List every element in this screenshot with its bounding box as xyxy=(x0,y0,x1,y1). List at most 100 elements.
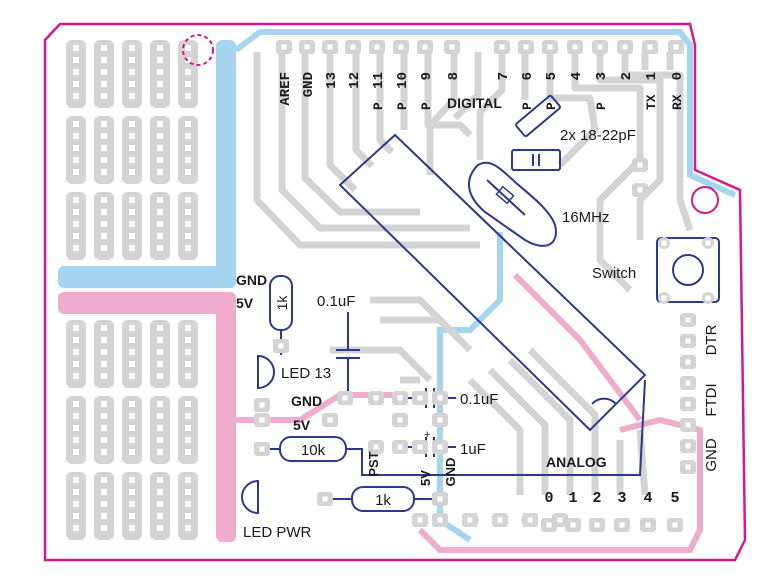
header-pad-hole xyxy=(281,44,287,50)
proto-hole xyxy=(185,337,191,343)
proto-hole xyxy=(73,501,79,507)
header-pad-hole xyxy=(398,44,404,50)
header-pad-hole xyxy=(597,44,603,50)
proto-hole xyxy=(157,513,163,519)
proto-hole xyxy=(73,477,79,483)
component-pad-hole xyxy=(397,444,403,450)
crystal-16mhz xyxy=(468,161,557,247)
ftdi-pad-hole xyxy=(685,359,691,365)
proto-hole xyxy=(185,349,191,355)
switch-body xyxy=(656,237,720,303)
proto-hole xyxy=(101,325,107,331)
proto-hole xyxy=(185,133,191,139)
proto-hole xyxy=(185,513,191,519)
pst-label: PST xyxy=(366,451,381,476)
proto-hole xyxy=(129,145,135,151)
header-pin-sublabel: P xyxy=(544,102,559,110)
header-pin-label: 9 xyxy=(419,72,435,80)
proto-hole xyxy=(185,477,191,483)
header-pin-label: AREF xyxy=(278,72,294,106)
proto-hole xyxy=(129,197,135,203)
proto-hole xyxy=(185,501,191,507)
proto-hole xyxy=(185,157,191,163)
gnd-left-label: GND xyxy=(236,272,267,288)
component-pad-hole xyxy=(327,417,333,423)
proto-hole xyxy=(101,349,107,355)
proto-hole xyxy=(129,373,135,379)
led-pwr xyxy=(241,479,259,515)
header-pad-hole xyxy=(547,44,553,50)
proto-hole xyxy=(101,489,107,495)
component-pad-hole xyxy=(397,395,403,401)
header-pin-label: 8 xyxy=(446,72,462,80)
proto-hole xyxy=(129,45,135,51)
proto-hole xyxy=(157,425,163,431)
proto-hole xyxy=(129,513,135,519)
component-pad-hole xyxy=(259,417,265,423)
proto-hole xyxy=(73,145,79,151)
header-pin-label: 10 xyxy=(395,72,411,89)
component-pad-hole xyxy=(342,395,348,401)
component-pad-hole xyxy=(417,395,423,401)
gnd-vert-label: GND xyxy=(443,458,458,487)
proto-hole xyxy=(129,337,135,343)
header-pin-sublabel: P xyxy=(594,102,609,110)
proto-hole xyxy=(101,93,107,99)
component-pad-hole xyxy=(527,517,533,523)
proto-hole xyxy=(101,145,107,151)
header-pad-hole xyxy=(350,44,356,50)
copper-trace xyxy=(476,52,506,160)
proto-hole xyxy=(157,133,163,139)
switch-pad-hole xyxy=(705,295,711,301)
res-1k-bottom-label: 1k xyxy=(375,492,391,509)
proto-hole xyxy=(73,233,79,239)
ftdi-label: FTDI xyxy=(703,383,720,416)
crystal-label: 16MHz xyxy=(562,209,610,226)
proto-hole xyxy=(73,437,79,443)
proto-hole xyxy=(157,489,163,495)
header-pin-sublabel: P xyxy=(371,102,386,110)
proto-hole xyxy=(129,349,135,355)
proto-hole xyxy=(101,373,107,379)
header-pad-hole xyxy=(523,44,529,50)
header-pin-label: 1 xyxy=(644,72,660,80)
switch-button xyxy=(672,254,704,286)
gnd-right-label: GND xyxy=(703,438,720,472)
component-pad-hole xyxy=(437,417,443,423)
proto-hole xyxy=(185,69,191,75)
proto-hole xyxy=(129,401,135,407)
proto-hole xyxy=(185,81,191,87)
header-pin-label: 12 xyxy=(347,72,363,89)
crystal-symbol xyxy=(495,185,515,205)
proto-hole xyxy=(73,169,79,175)
res-1k-top-label: 1k xyxy=(274,295,290,311)
proto-hole xyxy=(101,525,107,531)
copper-trace xyxy=(452,52,482,121)
proto-hole xyxy=(73,45,79,51)
header-pin-label: 4 xyxy=(569,72,585,80)
proto-hole xyxy=(185,373,191,379)
component-pad-hole xyxy=(417,444,423,450)
res-10k-label: 10k xyxy=(301,442,326,459)
proto-hole xyxy=(129,233,135,239)
copper-trace xyxy=(301,52,420,216)
proto-hole xyxy=(157,477,163,483)
header-pin-label: 3 xyxy=(594,72,610,80)
component-pad-hole xyxy=(259,402,265,408)
proto-hole xyxy=(73,221,79,227)
component-pad-hole xyxy=(373,395,379,401)
caps-22pf-label: 2x 18-22pF xyxy=(560,127,636,144)
proto-hole xyxy=(73,69,79,75)
header-pin-sublabel: P xyxy=(419,102,434,110)
proto-hole xyxy=(129,169,135,175)
proto-hole xyxy=(101,69,107,75)
proto-hole xyxy=(73,133,79,139)
component-pad-hole xyxy=(437,517,443,523)
proto-hole xyxy=(185,325,191,331)
component-pad-hole xyxy=(397,417,403,423)
proto-hole xyxy=(185,209,191,215)
proto-hole xyxy=(157,69,163,75)
reset-switch xyxy=(656,237,720,303)
mounting-hole-top xyxy=(182,34,214,66)
